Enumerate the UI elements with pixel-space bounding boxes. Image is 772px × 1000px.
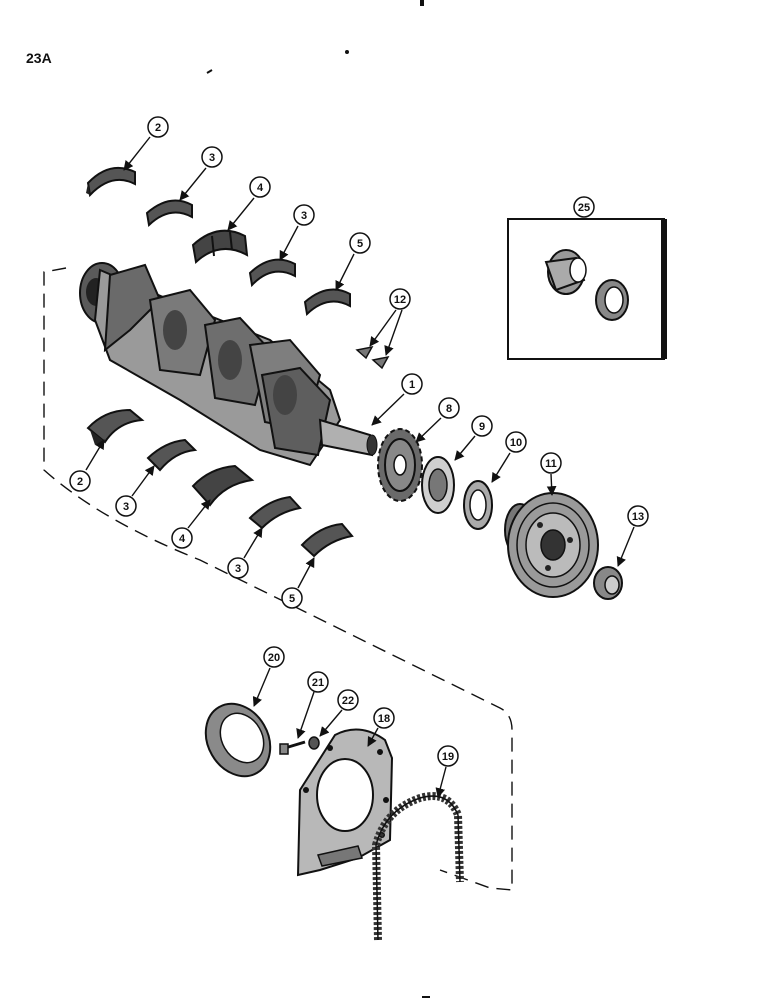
inset-detail-box [507,218,667,360]
bearing-shell [248,258,296,288]
callout-label: 9 [479,421,485,433]
bearing-shell [300,522,354,558]
bearing-shell [303,288,351,317]
callout-marker [349,232,371,254]
callout-label: 8 [446,403,452,415]
upper-bearing-shells [86,166,351,317]
callout-label: 10 [510,437,522,449]
bearing-shell [248,495,302,530]
callout-label: 4 [257,182,264,194]
pulley-nut [593,566,623,600]
callout-label: 20 [268,652,280,664]
thrust-bearing-shell [191,464,255,507]
callout-marker [171,527,193,549]
rear-oil-seal [204,702,272,778]
callout-marker [627,505,649,527]
crankshaft [79,262,378,467]
callout-label: 2 [77,476,83,488]
callout-marker [147,116,169,138]
callout-label: 3 [123,501,129,513]
callout-marker [293,204,315,226]
callout-marker [115,495,137,517]
callout-label: 5 [357,238,363,250]
scan-mark [420,0,424,6]
callout-marker [263,646,285,668]
callout-marker [373,707,395,729]
callout-marker [249,176,271,198]
callout-label: 2 [155,122,161,134]
retainer-bolt [279,740,306,755]
callout-label: 18 [378,713,390,725]
callout-label: 5 [289,593,295,605]
bearing-shell [145,199,193,228]
callout-marker [401,373,423,395]
callout-marker [227,557,249,579]
callout-label: 11 [545,458,557,470]
callout-label: 21 [312,677,324,689]
callout-marker [307,671,329,693]
bushing-sleeve [595,279,629,321]
callouts: 2 3 4 3 5 12 25 [69,116,649,798]
crankshaft-gear [377,428,423,502]
callout-marker [471,415,493,437]
callout-marker [573,196,595,218]
scan-dot [345,50,349,54]
callout-marker [281,587,303,609]
callout-label: 22 [342,695,354,707]
callout-label: 1 [409,379,415,391]
callout-marker [69,470,91,492]
callout-label: 3 [235,563,241,575]
callout-marker [201,146,223,168]
page-label: 23A [26,50,52,66]
callout-marker [437,745,459,767]
callout-marker [505,431,527,453]
bearing-shell [146,438,198,472]
rear-seal-retainer [296,728,394,877]
callout-label: 3 [301,210,307,222]
callout-label: 12 [394,294,406,306]
spacer [421,456,455,514]
washer [308,736,320,750]
callout-marker [438,397,460,419]
bearing-shell [86,166,136,198]
lower-bearing-shells [86,408,354,558]
callout-marker [540,452,562,474]
front-seal-sleeve [463,480,493,530]
bearing-shell [86,408,145,444]
callout-label: 4 [179,533,186,545]
woodruff-keys [355,345,390,370]
crankshaft-pulley [504,492,599,598]
callout-marker [337,689,359,711]
retainer-gasket [371,792,464,941]
callout-label: 13 [632,511,644,523]
dashed-group-outline [43,267,513,891]
callout-label: 3 [209,152,215,164]
callout-label: 19 [442,751,454,763]
thrust-bearing-shell [191,229,249,264]
callout-marker [389,288,411,310]
callout-label: 25 [578,202,590,214]
bushing [544,249,587,295]
scan-mark [206,69,213,74]
